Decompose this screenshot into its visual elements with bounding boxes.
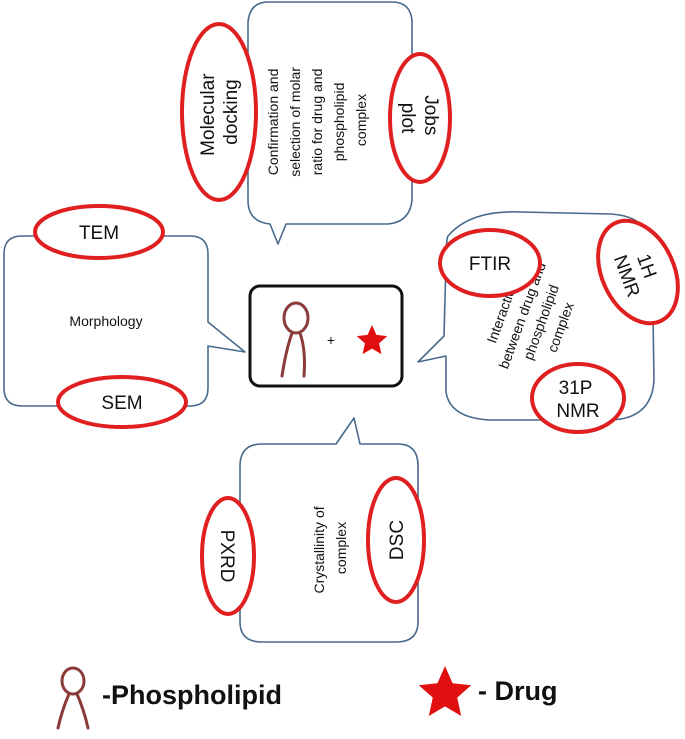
drug-star-icon xyxy=(356,325,388,355)
jobs-plot-ellipse xyxy=(388,52,452,184)
top-bubble-text: Confirmation and selection of molar rati… xyxy=(265,63,369,177)
legend: -Phospholipid - Drug xyxy=(56,666,557,730)
bottom-callout: Crystallinity of complex PXRD DSC xyxy=(200,417,426,643)
molecular-docking-label: Molecular docking xyxy=(198,68,242,156)
right-callout: Interactions between drug and phospholip… xyxy=(417,211,680,434)
phospholipid-icon xyxy=(280,301,310,378)
morphology-label: Morphology xyxy=(69,313,142,329)
legend-phospholipid-icon xyxy=(56,666,90,730)
plus-sign: + xyxy=(327,332,335,348)
top-callout: Confirmation and selection of molar rati… xyxy=(180,1,452,245)
tem-ellipse xyxy=(33,204,165,260)
left-callout: Morphology TEM SEM xyxy=(3,204,246,429)
bottom-speech-bubble xyxy=(239,417,419,643)
tem-label: TEM xyxy=(79,223,119,244)
left-speech-bubble xyxy=(3,235,246,407)
legend-drug-star-icon xyxy=(418,666,472,716)
ftir-ellipse xyxy=(438,228,542,298)
sem-ellipse xyxy=(56,375,188,429)
pxrd-label: PXRD xyxy=(216,530,237,583)
legend-drug-label: - Drug xyxy=(478,676,557,706)
top-speech-bubble xyxy=(247,1,413,245)
bottom-bubble-text: Crystallinity of complex xyxy=(311,502,349,593)
ftir-label: FTIR xyxy=(469,254,511,275)
legend-phospholipid-label: -Phospholipid xyxy=(102,680,282,710)
1h-nmr-ellipse xyxy=(596,218,680,326)
dsc-ellipse xyxy=(366,476,426,604)
31p-nmr-label: 31P NMR xyxy=(556,378,599,422)
sem-label: SEM xyxy=(101,393,142,414)
jobs-plot-label: Jobs plot xyxy=(397,95,441,140)
31p-nmr-ellipse xyxy=(530,362,626,434)
center-box: + xyxy=(248,284,404,388)
molecular-docking-ellipse xyxy=(180,22,258,202)
center-frame xyxy=(248,284,404,388)
pxrd-ellipse xyxy=(200,496,256,616)
dsc-label: DSC xyxy=(387,520,408,560)
